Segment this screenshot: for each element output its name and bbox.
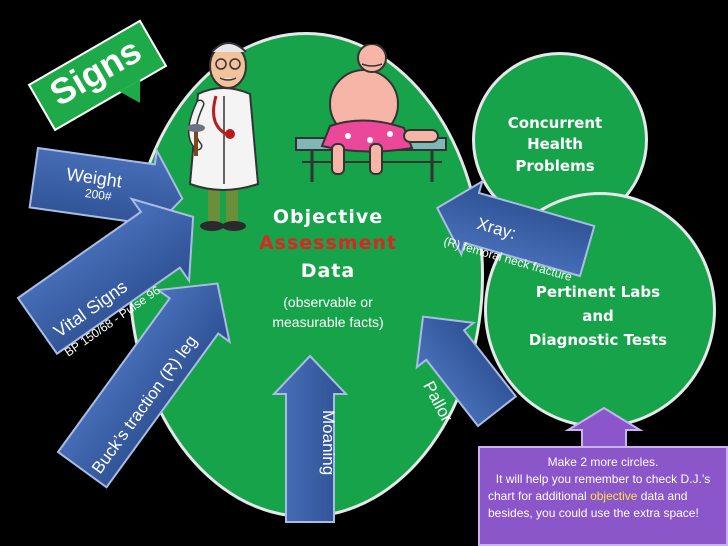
diagnostic-label: Diagnostic Tests [528, 331, 668, 349]
concurrent-label: Concurrent [507, 114, 603, 132]
measurable-label: measurable facts) [272, 314, 384, 330]
xray-arrow [435, 179, 596, 278]
pallor-arrow [415, 315, 518, 428]
and-label: and [582, 307, 614, 325]
note-line-3c: data and [637, 489, 688, 503]
doctor-illustration [187, 42, 260, 231]
patient-illustration [295, 44, 447, 182]
health-label: Health [527, 135, 583, 153]
problems-label: Problems [515, 157, 595, 175]
assessment-label: Assessment [258, 232, 398, 254]
note-line-2: It will help you remember to check D.J.’… [495, 472, 711, 486]
note-box: Make 2 more circles. It will help you re… [478, 446, 728, 546]
traction-arrow [56, 282, 232, 489]
note-objective-highlight: objective [590, 489, 638, 503]
labs-label: Pertinent Labs [535, 283, 661, 301]
moaning-arrow [271, 354, 349, 523]
note-line-4: besides, you could use the extra space! [488, 506, 699, 520]
note-line-3: chart for additional objective data and [488, 488, 718, 505]
note-line-1: Make 2 more circles. [547, 455, 659, 469]
vitals-arrow [16, 197, 195, 356]
note-pointer-arrow [564, 406, 644, 449]
note-line-3a: chart for additional [488, 489, 591, 503]
moaning-label: Moaning [319, 410, 338, 476]
objective-label: Objective [272, 206, 384, 228]
observable-label: (observable or [283, 294, 373, 310]
data-label: Data [300, 260, 356, 282]
